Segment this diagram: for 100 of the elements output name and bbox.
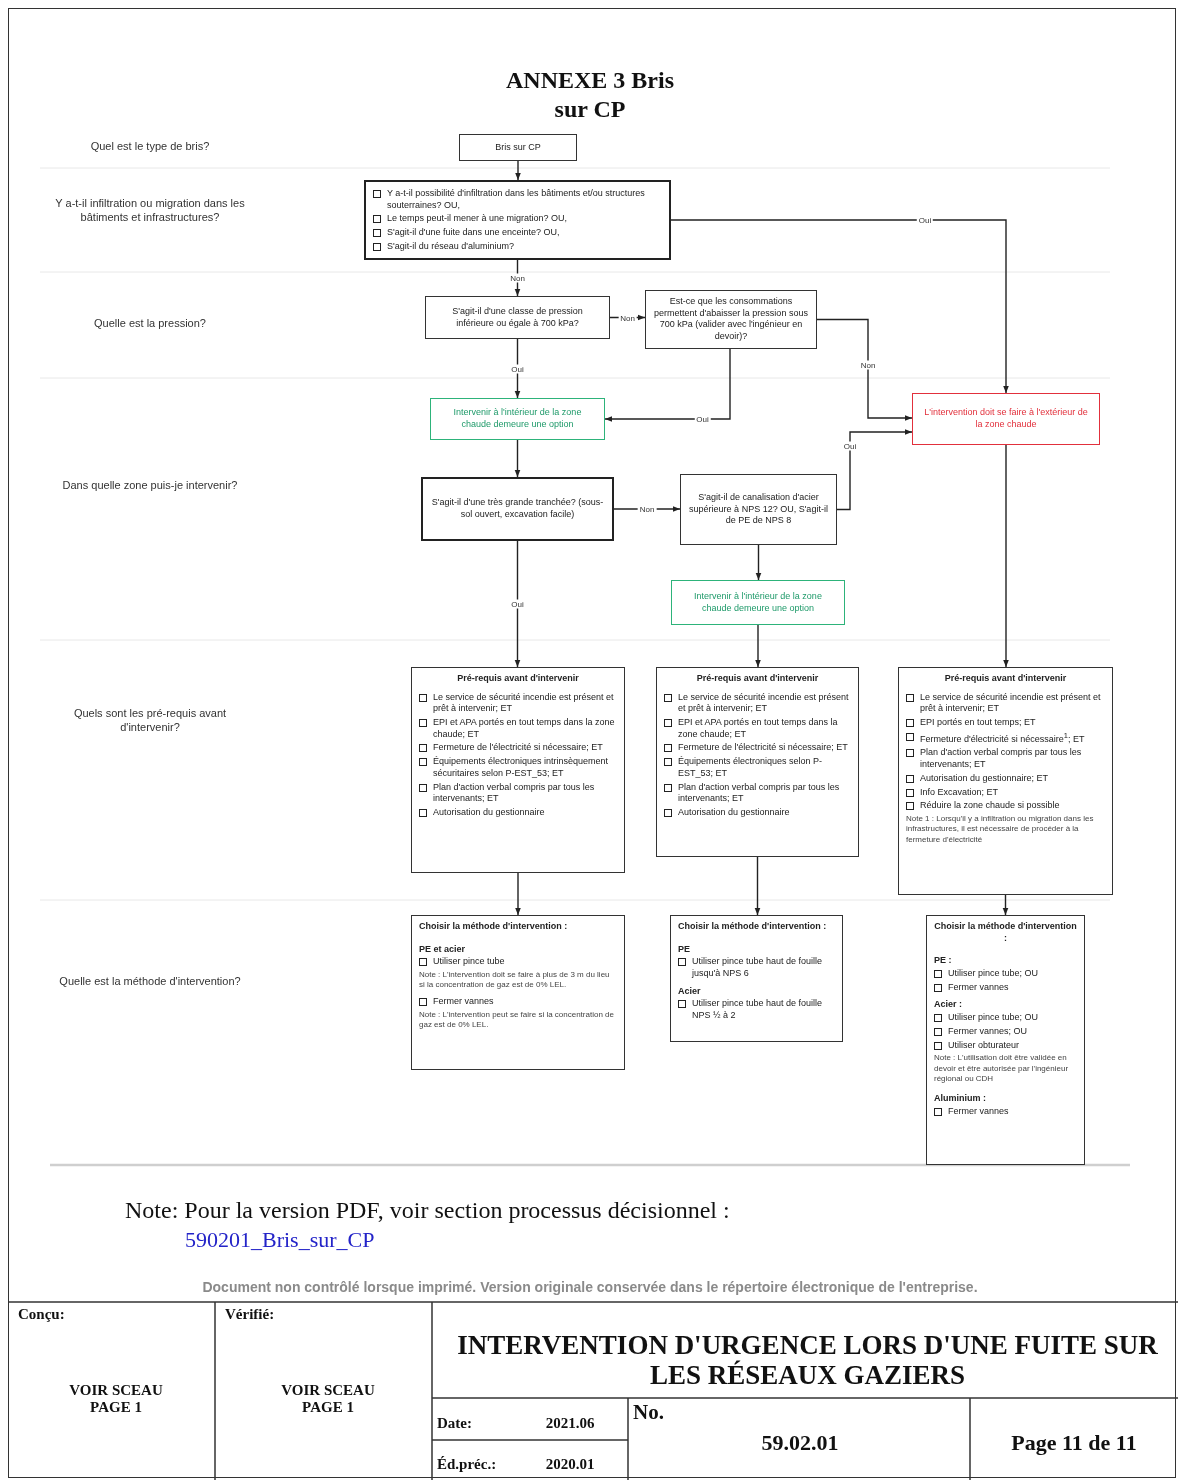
checklist-item: Utiliser pince tube bbox=[433, 956, 505, 969]
node-text: S'agit-il de canalisation d'acier supérieure à NPS 12? OU, S'agit-il de PE de NPS 8 bbox=[688, 491, 829, 528]
edge-label: Non bbox=[508, 273, 527, 283]
box-heading: Choisir la méthode d'intervention : bbox=[678, 921, 828, 933]
checklist-item: Fermer vannes; OU bbox=[948, 1025, 1028, 1038]
note-text: Note 1 : Lorsqu'il y a infiltration ou migration dans les infrastructures, il est nécessaire de procéder à la fermeture d'électricité bbox=[906, 813, 1095, 846]
seal-note: VOIR SCEAU PAGE 1 bbox=[281, 1382, 375, 1416]
checklist-item: EPI et APA portés en tout temps dans la zone chaude; ET bbox=[433, 717, 616, 741]
note-text: Note : L'intervention peut se faire si la concentration de gaz est de 0% LEL. bbox=[419, 1009, 615, 1031]
checklist-item: Fermer vannes bbox=[948, 1106, 1009, 1118]
edge-label: Non bbox=[618, 313, 637, 322]
edge-label: Oui bbox=[509, 364, 526, 373]
checklist-item: Info Excavation; ET bbox=[920, 786, 999, 799]
arrow bbox=[514, 540, 521, 668]
checklist-item: Plan d'action verbal compris par tous les intervenants; ET bbox=[433, 781, 596, 805]
arrow bbox=[836, 429, 913, 511]
edge-label: Oui bbox=[694, 414, 711, 424]
start-box bbox=[459, 134, 577, 161]
checklist-item: Utiliser pince tube; OU bbox=[948, 1012, 1039, 1024]
checklist-item: Utiliser pince tube; OU bbox=[948, 968, 1039, 980]
note-text: Note : L'intervention doit se faire à plus de 3 m du lieu si la concentration de gaz est de 0% LEL. bbox=[419, 970, 611, 991]
checklist-box bbox=[656, 667, 859, 857]
checklist-item: Autorisation du gestionnaire; ET bbox=[920, 772, 1049, 785]
arrow bbox=[754, 856, 761, 916]
checklist-box bbox=[411, 667, 625, 873]
checklist-item: Le service de sécurité incendie est présent et prêt à intervenir; ET bbox=[678, 691, 850, 716]
material-heading: Acier bbox=[678, 985, 702, 998]
checklist-item: Le service de sécurité incendie est présent et prêt à intervenir; ET bbox=[433, 691, 615, 716]
question-label: Quel est le type de bris? bbox=[90, 140, 210, 152]
checklist-box bbox=[898, 667, 1113, 895]
pdf-link: 590201_Bris_sur_CP bbox=[185, 1227, 375, 1252]
arrow bbox=[604, 348, 731, 422]
question-label: Y a-t-il infiltration ou migration dans les bâtiments et infrastructures? bbox=[55, 197, 245, 224]
question-label: Quels sont les pré-requis avant d'intervenir? bbox=[73, 707, 227, 734]
checklist-item: Le service de sécurité incendie est présent et prêt à intervenir; ET bbox=[920, 691, 1102, 716]
arrow bbox=[514, 338, 521, 399]
material-heading: Aluminium : bbox=[934, 1093, 987, 1106]
document-number: 59.02.01 bbox=[761, 1430, 839, 1455]
checklist-item: Utiliser obturateur bbox=[948, 1039, 1020, 1052]
checklist-item: Plan d'action verbal compris par tous les intervenants; ET bbox=[678, 781, 841, 805]
box-heading: Pré-requis avant d'intervenir bbox=[695, 673, 820, 685]
arrow bbox=[515, 872, 521, 916]
previous-edition-label: Éd.préc.: bbox=[437, 1456, 497, 1472]
node-text: Bris sur CP bbox=[494, 141, 542, 154]
outcome-box bbox=[912, 393, 1100, 445]
material-heading: Acier : bbox=[934, 999, 963, 1012]
decision-box bbox=[425, 296, 610, 339]
edge-label: Non bbox=[637, 504, 657, 514]
method-box bbox=[411, 915, 625, 1070]
checklist-item: Le temps peut-il mener à une migration? OU, bbox=[387, 213, 568, 226]
node-text: S'agit-il d'une très grande tranchée? (sous-sol ouvert, excavation facile) bbox=[430, 497, 605, 521]
checklist-item: Fermer vannes bbox=[948, 981, 1009, 994]
material-heading: PE bbox=[678, 943, 691, 956]
checklist-item: EPI portés en tout temps; ET bbox=[920, 717, 1036, 729]
box-heading: Pré-requis avant d'intervenir bbox=[456, 673, 580, 685]
checklist-item: S'agit-il du réseau d'aluminium? bbox=[387, 240, 514, 253]
checklist-item: Fermeture de l'électricité si nécessaire; ET bbox=[678, 742, 848, 755]
checklist-item: Utiliser pince tube haut de fouille NPS ½ à 2 bbox=[692, 998, 824, 1022]
checklist-item: Autorisation du gestionnaire bbox=[678, 806, 790, 819]
checklist-item: Y a-t-il possibilité d'infiltration dans les bâtiments et/ou structures souterraines? OU, bbox=[387, 188, 646, 212]
decision-box bbox=[421, 477, 614, 541]
arrow bbox=[755, 624, 761, 668]
arrow bbox=[515, 160, 521, 181]
checklist-item: Équipements électroniques intrinsèquement sécuritaires selon P-EST_53; ET bbox=[433, 756, 610, 780]
decision-box bbox=[645, 290, 817, 349]
decision-box bbox=[680, 474, 837, 545]
checklist-item: Réduire la zone chaude si possible bbox=[920, 800, 1060, 812]
edge-label: Non bbox=[858, 360, 878, 370]
edge-label: Oui bbox=[841, 441, 859, 451]
date-label: Date: bbox=[437, 1415, 472, 1431]
question-label: Quelle est la pression? bbox=[94, 317, 206, 329]
node-text: Intervenir à l'intérieur de la zone chaude demeure une option bbox=[452, 407, 583, 431]
checklist-item: Fermer vannes bbox=[433, 995, 494, 1008]
node-text: Est-ce que les consommations permettent d'abaisser la pression sous 700 kPa (valider avec l'ingénieur en devoir)? bbox=[653, 296, 809, 343]
arrow bbox=[816, 318, 913, 421]
outcome-box bbox=[430, 398, 605, 440]
method-box bbox=[670, 915, 843, 1042]
date-value: 2021.06 bbox=[545, 1415, 595, 1431]
question-box bbox=[364, 180, 671, 261]
material-heading: PE : bbox=[934, 955, 953, 968]
checklist-item: S'agit-il d'une fuite dans une enceinte? OU, bbox=[387, 227, 560, 239]
arrow bbox=[1002, 894, 1009, 916]
checklist-item: EPI et APA portés en tout temps dans la zone chaude; ET bbox=[678, 717, 839, 741]
designer-label: Conçu: bbox=[18, 1306, 65, 1322]
node-text: Intervenir à l'intérieur de la zone chaude demeure une option bbox=[693, 590, 823, 615]
node-text: S'agit-il d'une classe de pression inférieure ou égale à 700 kPa? bbox=[451, 305, 584, 330]
arrow bbox=[514, 439, 521, 478]
checklist-item: Fermeture de l'électricité si nécessaire; ET bbox=[433, 742, 603, 755]
checker-label: Vérifié: bbox=[225, 1306, 275, 1322]
question-label: Dans quelle zone puis-je intervenir? bbox=[62, 479, 238, 491]
node-text: L'intervention doit se faire à l'extérieur de la zone chaude bbox=[923, 407, 1089, 431]
arrow bbox=[1003, 444, 1009, 668]
material-heading: PE et acier bbox=[419, 943, 467, 956]
outcome-box bbox=[671, 580, 845, 625]
checklist-item: Fermeture d'électricité si nécessaire$^{1}$; ET bbox=[920, 730, 1085, 746]
checklist-item: Autorisation du gestionnaire bbox=[433, 806, 545, 819]
seal-note: VOIR SCEAU PAGE 1 bbox=[69, 1382, 163, 1416]
disclaimer-text: Document non contrôlé lorsque imprimé. Version originale conservée dans le répertoire électronique de l'entreprise. bbox=[202, 1279, 978, 1295]
number-label: No. bbox=[633, 1400, 664, 1424]
edge-label: Oui bbox=[509, 599, 526, 609]
